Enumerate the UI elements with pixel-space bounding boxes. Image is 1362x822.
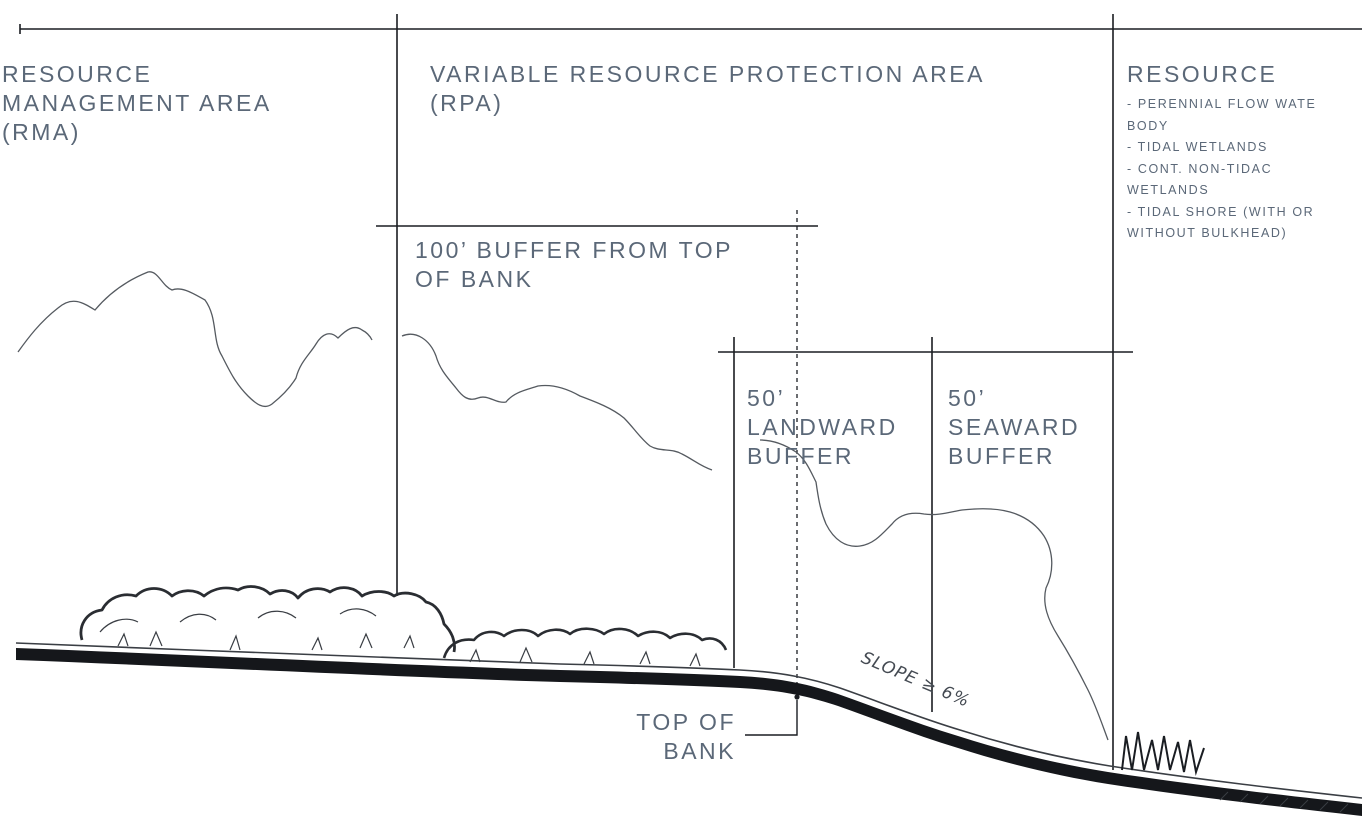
rpa-label-line-1: VARIABLE RESOURCE PROTECTION AREA <box>430 61 985 87</box>
shrub-cluster-left <box>79 585 456 653</box>
seaward-buffer-label: 50’ SEAWARD BUFFER <box>948 384 1080 470</box>
ground-section <box>15 642 1362 816</box>
canopy-sketch-left <box>17 271 373 408</box>
wetland-grass <box>1121 731 1205 776</box>
top-of-bank-label-line-1: TOP OF <box>636 709 736 735</box>
buffer-100-label-line-2: OF BANK <box>415 265 534 292</box>
buffer-100-label-line-1: 100’ BUFFER FROM TOP <box>415 237 733 263</box>
rpa-label: VARIABLE RESOURCE PROTECTION AREA (RPA) <box>430 60 985 118</box>
top-of-bank-label-line-2: BANK <box>663 737 736 764</box>
extent-top-line <box>19 24 1362 34</box>
top-of-bank-label: TOP OF BANK <box>626 708 736 766</box>
seaward-buffer-label-line-1: 50’ <box>948 385 987 411</box>
landward-buffer-label-line-2: LANDWARD <box>747 413 898 440</box>
resource-list-item: - PERENNIAL FLOW WATE <box>1127 97 1317 111</box>
ground-hatch <box>1219 791 1349 813</box>
top-of-bank-leader-line <box>745 700 798 736</box>
buffer-100-label: 100’ BUFFER FROM TOP OF BANK <box>415 236 733 294</box>
rma-label-line-3: (RMA) <box>2 118 81 145</box>
rma-label: RESOURCE MANAGEMENT AREA (RMA) <box>2 60 272 146</box>
resource-list-item: - CONT. NON-TIDAC <box>1127 161 1273 176</box>
resource-list-item: BODY <box>1127 118 1169 133</box>
ground-band <box>16 648 1362 816</box>
seaward-buffer-label-line-2: SEAWARD <box>948 413 1081 440</box>
resource-list-item: WETLANDS <box>1127 183 1210 197</box>
landward-buffer-label: 50’ LANDWARD BUFFER <box>747 384 898 470</box>
landward-buffer-label-line-1: 50’ <box>747 385 786 411</box>
rma-label-line-1: RESOURCE <box>2 61 153 87</box>
shrub-cluster-middle <box>442 627 728 659</box>
resource-list: - PERENNIAL FLOW WATE BODY - TIDAL WETLA… <box>1127 94 1316 245</box>
resource-list-item: - TIDAL SHORE (WITH OR <box>1127 204 1315 219</box>
ground-surface-line <box>15 642 1362 799</box>
rma-label-line-2: MANAGEMENT AREA <box>2 89 272 116</box>
resource-list-item: - TIDAL WETLANDS <box>1127 140 1268 154</box>
rpa-label-line-2: (RPA) <box>430 89 504 116</box>
shrub-cluster-left-inner <box>99 608 415 651</box>
canopy-sketch-right <box>759 439 1109 741</box>
canopy-sketch-middle <box>401 333 713 471</box>
top-of-bank-dot <box>794 694 800 700</box>
resource-list-item: WITHOUT BULKHEAD) <box>1127 226 1288 240</box>
landward-buffer-label-line-3: BUFFER <box>747 442 854 469</box>
seaward-buffer-label-line-3: BUFFER <box>948 442 1055 469</box>
shrub-cluster-middle-inner <box>469 646 701 667</box>
resource-title: RESOURCE <box>1127 61 1278 87</box>
